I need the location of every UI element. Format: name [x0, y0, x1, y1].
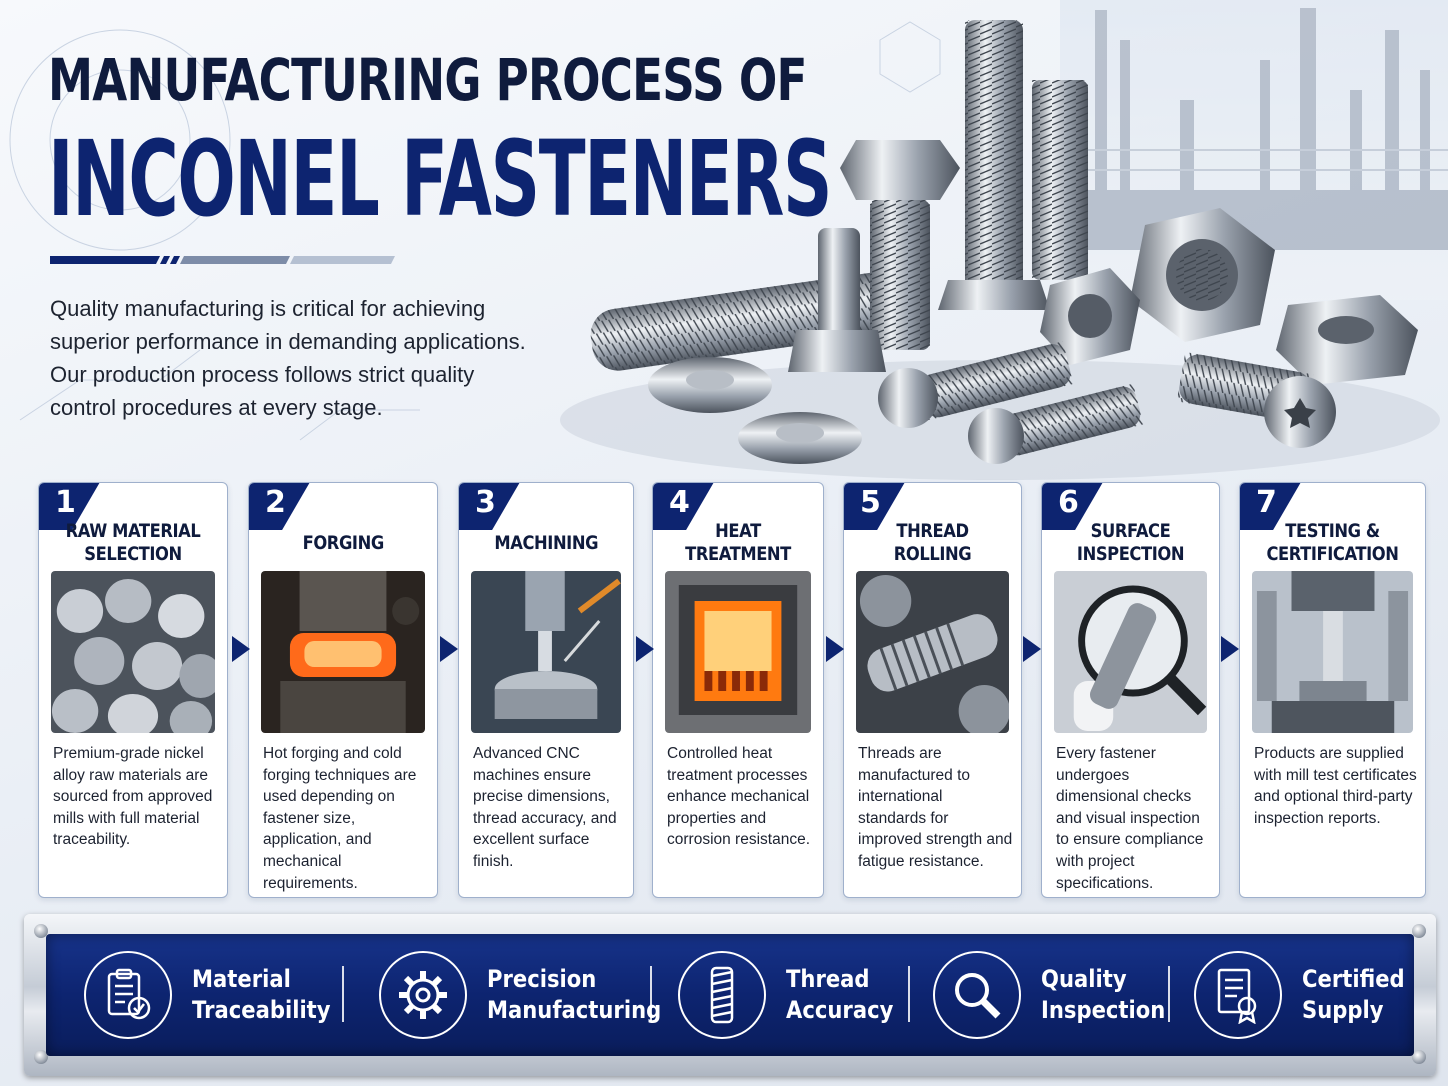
threaded-bolt-icon — [678, 951, 766, 1039]
step-description: Hot forging and cold forging techniques … — [263, 745, 417, 892]
step-number: 3 — [475, 485, 496, 520]
screw-icon — [34, 924, 48, 938]
feature-label-line1: Quality — [1041, 965, 1127, 993]
step-card-forging: 2 FORGING Hot forging and cold forging t… — [248, 482, 438, 898]
magnifier-icon — [933, 951, 1021, 1039]
feature-label-line2: Inspection — [1041, 996, 1166, 1024]
fasteners-hero-image — [560, 0, 1448, 480]
arrow-right-icon — [1221, 636, 1239, 662]
step-number: 2 — [265, 485, 286, 520]
feature-label-line1: Material — [192, 965, 291, 993]
step-card-machining: 3 MACHINING Advanced CNC machines ensure… — [458, 482, 634, 898]
step-title: FORGING — [302, 531, 384, 554]
step-card-raw-material: 1 RAW MATERIAL SELECTION Premium-grade n… — [38, 482, 228, 898]
step-title: THREAD ROLLING — [893, 520, 972, 565]
step-title: HEAT TREATMENT — [685, 520, 791, 565]
arrow-right-icon — [826, 636, 844, 662]
step-description: Every fastener undergoes dimensional che… — [1056, 745, 1204, 892]
step-title: MACHINING — [494, 531, 598, 554]
feature-thread-accuracy: Thread Accuracy — [678, 946, 908, 1044]
testing-machine-photo — [1252, 571, 1413, 733]
feature-label-line1: Precision — [487, 965, 597, 993]
clipboard-check-icon — [84, 951, 172, 1039]
raw-material-photo — [51, 571, 215, 733]
step-title: RAW MATERIAL SELECTION — [65, 520, 201, 565]
step-description: Products are supplied with mill test cer… — [1254, 745, 1417, 827]
page-title-line1: MANUFACTURING PROCESS OF — [48, 46, 807, 114]
step-title: SURFACE INSPECTION — [1076, 520, 1185, 565]
step-card-surface-inspection: 6 SURFACE INSPECTION Every fastener unde… — [1041, 482, 1220, 898]
feature-quality-inspection: Quality Inspection — [933, 946, 1182, 1044]
feature-certified-supply: Certified Supply — [1194, 946, 1419, 1044]
thread-rolling-photo — [856, 571, 1009, 733]
step-number: 5 — [860, 485, 881, 520]
banner-divider — [342, 966, 344, 1022]
arrow-right-icon — [1023, 636, 1041, 662]
banner-divider — [908, 966, 910, 1022]
step-number: 6 — [1058, 485, 1079, 520]
step-description: Advanced CNC machines ensure precise dim… — [473, 745, 617, 870]
feature-material-traceability: Material Traceability — [84, 946, 349, 1044]
forging-photo — [261, 571, 425, 733]
screw-icon — [1412, 924, 1426, 938]
screw-icon — [34, 1050, 48, 1064]
step-number: 4 — [669, 485, 690, 520]
step-title: TESTING & CERTIFICATION — [1266, 520, 1399, 565]
step-card-thread-rolling: 5 THREAD ROLLING Threads are manufacture… — [843, 482, 1022, 898]
arrow-right-icon — [440, 636, 458, 662]
feature-precision-manufacturing: Precision Manufacturing — [379, 946, 685, 1044]
title-underline — [50, 256, 395, 264]
arrow-right-icon — [636, 636, 654, 662]
gear-icon — [379, 951, 467, 1039]
intro-text: Quality manufacturing is critical for ac… — [50, 296, 526, 420]
heat-treatment-photo — [665, 571, 811, 733]
step-description: Controlled heat treatment processes enha… — [667, 745, 811, 849]
arrow-right-icon — [232, 636, 250, 662]
page-title-line2: INCONEL FASTENERS — [48, 118, 832, 240]
certificate-icon — [1194, 951, 1282, 1039]
machining-photo — [471, 571, 621, 733]
step-description: Premium-grade nickel alloy raw materials… — [53, 745, 213, 849]
feature-label-line2: Accuracy — [786, 996, 894, 1024]
step-number: 7 — [1256, 485, 1277, 520]
feature-label-line1: Thread — [786, 965, 870, 993]
banner-divider — [650, 966, 652, 1022]
feature-label-line1: Certified — [1302, 965, 1405, 993]
feature-label-line2: Manufacturing — [487, 996, 662, 1024]
step-description: Threads are manufactured to internationa… — [858, 745, 1013, 870]
step-card-testing-certification: 7 TESTING & CERTIFICATION Products are s… — [1239, 482, 1426, 898]
screw-icon — [1412, 1050, 1426, 1064]
feature-label-line2: Traceability — [192, 996, 331, 1024]
banner-divider — [1168, 966, 1170, 1022]
surface-inspection-photo — [1054, 571, 1207, 733]
feature-label-line2: Supply — [1302, 996, 1384, 1024]
step-card-heat-treatment: 4 HEAT TREATMENT Controlled heat treatme… — [652, 482, 824, 898]
step-number: 1 — [55, 485, 76, 520]
